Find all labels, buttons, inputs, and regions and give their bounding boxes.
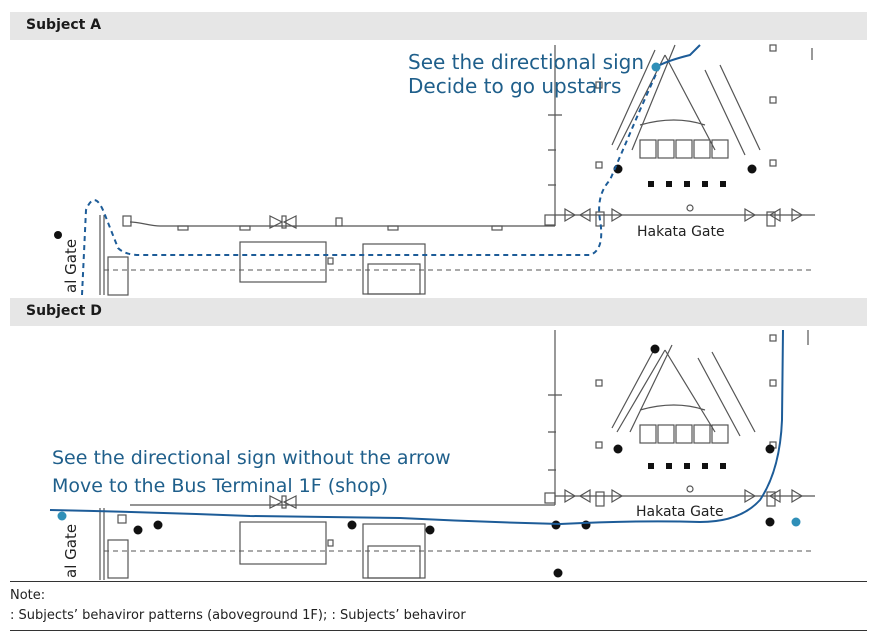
caption-d-line1: See the directional sign without the arr… xyxy=(52,447,451,469)
map-subject-d xyxy=(99,330,815,580)
position-marker xyxy=(791,517,801,527)
corridor-wall xyxy=(129,221,555,227)
side-label-a: al Gate xyxy=(62,239,80,293)
caption-a-line1: See the directional sign xyxy=(408,50,644,74)
path-subject-a-solid xyxy=(659,44,701,66)
side-label-d: al Gate xyxy=(62,524,80,578)
shop-box xyxy=(239,521,327,565)
note-divider-top xyxy=(10,581,867,582)
left-booth xyxy=(107,256,129,296)
path-subject-a xyxy=(81,64,661,296)
note-title: Note: xyxy=(10,588,46,603)
panel-title-subject-a: Subject A xyxy=(26,17,102,33)
position-marker xyxy=(57,511,67,521)
note-divider-bottom xyxy=(10,630,867,631)
turnstile xyxy=(269,215,297,229)
path-subject-d xyxy=(49,329,784,526)
panel-header-subject-a: Subject A xyxy=(10,12,867,40)
caption-a-line2: Decide to go upstairs xyxy=(408,74,621,98)
shop-box xyxy=(362,243,426,295)
shop-box xyxy=(239,241,327,283)
note-text: : Subjects’ behaviror patterns (abovegro… xyxy=(10,608,466,623)
position-marker xyxy=(651,62,661,72)
gate-label-d: Hakata Gate xyxy=(636,504,724,520)
panel-header-subject-d: Subject D xyxy=(10,298,867,326)
map-dots-a xyxy=(54,164,757,239)
pillar xyxy=(122,215,132,227)
caption-d-line2: Move to the Bus Terminal 1F (shop) xyxy=(52,475,388,497)
panel-title-subject-d: Subject D xyxy=(26,303,102,319)
gate-label-a: Hakata Gate xyxy=(637,224,725,240)
